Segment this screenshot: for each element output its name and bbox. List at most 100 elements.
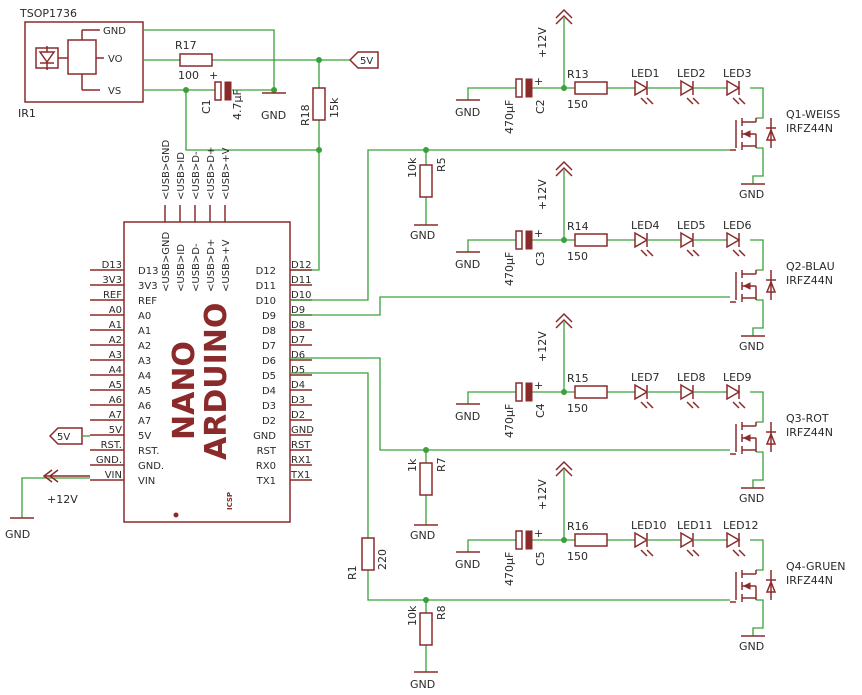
right-pin-name: RST (291, 440, 311, 451)
usb-pin-outer-label: <USB>D- (191, 151, 202, 200)
right-pin-name: D8 (291, 320, 305, 331)
c1-value: 4.7µF (231, 89, 244, 120)
usb-pin-outer-label: <USB>ID (176, 152, 187, 200)
led-name: LED12 (723, 519, 759, 532)
usb-pin-inner-label: <USB>D+ (206, 239, 217, 292)
left-5v-label: 5V (57, 432, 70, 443)
right-pin-name: D5 (291, 365, 305, 376)
c1-gnd: GND (261, 109, 286, 122)
v12-arrow-icon (555, 460, 573, 471)
fet-type: IRFZ44N (786, 274, 833, 287)
left-pin-name: GND. (96, 455, 122, 466)
capacitor-c1: + C1 4.7µF (200, 69, 244, 120)
usb-pin-inner-label: <USB>GND (161, 231, 172, 292)
right-pin-name: TX1 (290, 470, 310, 481)
right-pin-name: D2 (291, 410, 305, 421)
left-pin-label: A2 (138, 341, 151, 352)
mosfet-icon (730, 118, 777, 151)
res-name: R16 (567, 520, 589, 533)
res-name: R13 (567, 68, 589, 81)
arduino-left-pins: D13D133V33V3REFREFA0A0A1A1A2A2A3A3A4A4A5… (90, 260, 164, 487)
fet-name: Q1-WEISS (786, 108, 840, 121)
led-name: LED6 (723, 219, 752, 232)
cap-gnd-label: GND (455, 106, 480, 119)
led-icon (634, 79, 654, 105)
led-name: LED11 (677, 519, 713, 532)
ir-pin-gnd: GND (103, 26, 126, 37)
right-pin-name: RX1 (291, 455, 311, 466)
arduino-right-pins: D12D12D11D11D10D10D9D9D8D8D7D7D6D6D5D5D4… (253, 260, 314, 487)
ir-receiver: TSOP1736 IR1 GND VO VS (18, 7, 144, 120)
cap-name: C5 (534, 551, 547, 566)
r8-value: 10k (406, 605, 419, 626)
arduino-nano: <USB>GND<USB>GND<USB>ID<USB>ID<USB>D-<US… (90, 139, 314, 523)
fet-name: Q2-BLAU (786, 260, 835, 273)
right-pin-label: D2 (262, 416, 276, 427)
r17-value: 100 (178, 69, 199, 82)
capacitor-plate (525, 382, 533, 402)
right-pin-label: D12 (256, 266, 276, 277)
right-pin-name: D9 (291, 305, 305, 316)
left-pin-label: GND. (138, 461, 164, 472)
left-pin-name: A6 (109, 395, 122, 406)
fet-gnd-label: GND (739, 640, 764, 653)
arduino-body (123, 221, 291, 523)
resistor-body (574, 533, 608, 547)
fet-type: IRFZ44N (786, 574, 833, 587)
led-icon (680, 531, 700, 557)
right-pin-label: D5 (262, 371, 276, 382)
led-name: LED9 (723, 371, 752, 384)
right-pin-name: D11 (291, 275, 311, 286)
v12-label: +12V (536, 179, 549, 210)
right-pin-label: D4 (262, 386, 276, 397)
capacitor-plate (515, 78, 523, 98)
resistor-body (574, 233, 608, 247)
r17-name: R17 (175, 39, 197, 52)
v12-arrow-icon (555, 318, 573, 329)
fet-type: IRFZ44N (786, 426, 833, 439)
capacitor-plate (515, 230, 523, 250)
left-pin-label: A4 (138, 371, 151, 382)
r18-name: R18 (299, 104, 312, 126)
fet-type: IRFZ44N (786, 122, 833, 135)
c1-name: C1 (200, 99, 213, 114)
capacitor-plate (525, 230, 533, 250)
led-name: LED1 (631, 67, 660, 80)
led-icon (726, 79, 746, 105)
gnd-symbol-c1: GND (261, 92, 286, 122)
right-pin-name: D3 (291, 395, 305, 406)
left-pin-name: A1 (109, 320, 122, 331)
resistor-body (574, 81, 608, 95)
usb-pins: <USB>GND<USB>GND<USB>ID<USB>ID<USB>D-<US… (161, 139, 232, 292)
led-icon (634, 531, 654, 557)
res-name: R15 (567, 372, 589, 385)
capacitor-plate (525, 530, 533, 550)
ir-wiring (143, 29, 350, 271)
v12-label: +12V (536, 27, 549, 58)
mosfet-icon (730, 422, 777, 455)
right-pin-label: D9 (262, 311, 276, 322)
left-12v-arrow-icon (42, 469, 90, 483)
right-pin-label: D11 (256, 281, 276, 292)
r5-gnd: GND (410, 229, 435, 242)
fet-gnd-label: GND (739, 188, 764, 201)
r5-name: R5 (435, 157, 448, 172)
left-pin-name: 5V (109, 425, 122, 436)
cap-plus: + (534, 75, 543, 88)
left-pin-label: A1 (138, 326, 151, 337)
mosfet-icon (730, 270, 777, 303)
usb-pin-inner-label: <USB>ID (176, 244, 187, 292)
left-12v-label: +12V (47, 493, 78, 506)
resistor-r8: 10k R8 GND (406, 605, 448, 691)
right-pin-label: D8 (262, 326, 276, 337)
cap-value: 470µF (503, 404, 516, 438)
fet-gnd-label: GND (739, 340, 764, 353)
cap-plus: + (534, 379, 543, 392)
resistor-r5: 10k R5 GND (406, 157, 448, 242)
right-pin-label: RST (257, 446, 277, 457)
v12-arrow-icon (555, 466, 573, 477)
led-icon (634, 231, 654, 257)
led-icon (726, 383, 746, 409)
capacitor-plate (515, 530, 523, 550)
